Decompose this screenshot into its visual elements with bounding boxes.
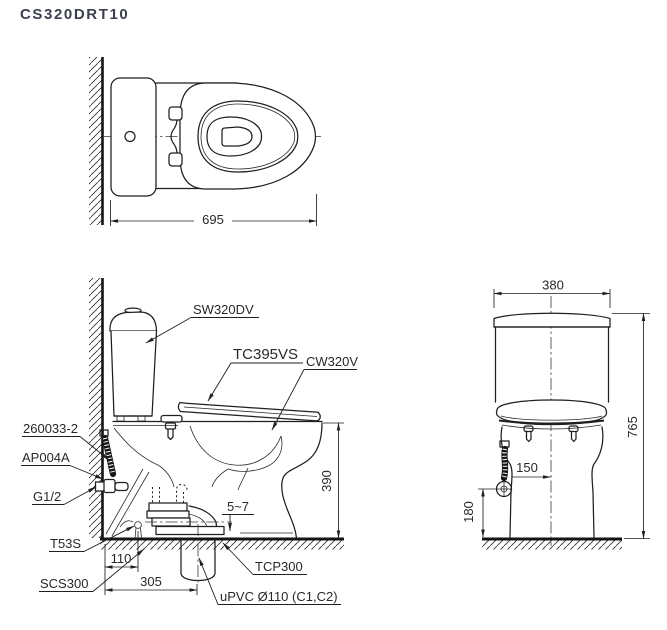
dim-390: 390 — [319, 422, 344, 539]
dim-765: 765 — [612, 313, 650, 539]
cistern-front — [493, 312, 611, 403]
floor-hatch — [100, 540, 344, 550]
seat-cover-side — [160, 401, 321, 441]
dim-overall-depth: 695 — [202, 212, 224, 227]
dim-695: 695 — [110, 194, 317, 227]
cistern-side — [109, 307, 158, 422]
label-stop-valve: AP004A — [21, 450, 104, 480]
seat-fixing-bolt — [134, 521, 142, 539]
label-supply-hose: 260033-2 — [22, 421, 110, 461]
top-view: 695 — [89, 57, 323, 227]
bowl-opening — [206, 116, 263, 157]
svg-text:TC395VS: TC395VS — [233, 346, 298, 363]
label-drain-pipe: uPVC Ø110 (C1,C2) — [198, 557, 341, 605]
pedestal-front — [500, 426, 604, 538]
seat-front — [495, 399, 608, 430]
supply-hose — [500, 445, 509, 482]
label-floor-fixing: T53S — [49, 525, 135, 552]
bowl-side — [105, 420, 323, 539]
side-view: SW320DV TC395VS CW320V 260033-2 AP004A — [21, 278, 358, 605]
seat-hinge-top — [168, 106, 183, 167]
svg-text:110: 110 — [111, 551, 132, 566]
front-view: 380 765 150 180 — [461, 278, 650, 550]
dim-305: 305 — [104, 572, 198, 595]
svg-text:305: 305 — [140, 574, 162, 589]
label-bolt-cap: SCS300 — [39, 548, 145, 592]
floor-hatch — [482, 540, 622, 550]
label-floor-flange: TCP300 — [222, 542, 307, 575]
seat-ring-outer — [197, 100, 299, 173]
svg-text:AP004A: AP004A — [22, 450, 70, 465]
flush-button — [124, 130, 136, 143]
wall-hatch — [89, 278, 102, 538]
drain-pipe — [180, 524, 216, 584]
svg-text:150: 150 — [516, 460, 538, 475]
label-seat-cover: TC395VS — [207, 346, 303, 402]
bowl-interior — [105, 425, 293, 537]
svg-text:765: 765 — [625, 416, 640, 438]
svg-text:390: 390 — [319, 470, 334, 492]
svg-text:180: 180 — [461, 501, 476, 523]
svg-text:uPVC Ø110 (C1,C2): uPVC Ø110 (C1,C2) — [220, 589, 338, 604]
stop-valve — [103, 478, 116, 494]
cistern-top — [110, 77, 157, 197]
dim-150: 150 — [512, 460, 551, 479]
label-cistern: SW320DV — [145, 302, 259, 344]
dim-380: 380 — [493, 278, 611, 308]
seat-ring-inner — [200, 103, 296, 170]
bowl-top — [155, 82, 317, 190]
dim-180: 180 — [461, 488, 496, 538]
dim-110: 110 — [104, 531, 139, 572]
floor-flange — [155, 525, 225, 536]
label-wall-thread: G1/2 — [32, 486, 97, 505]
svg-text:5~7: 5~7 — [227, 499, 249, 514]
svg-text:380: 380 — [542, 278, 564, 293]
svg-text:TCP300: TCP300 — [255, 559, 303, 574]
wall-hatch — [89, 57, 102, 225]
drawing-title: CS320DRT10 — [20, 6, 130, 23]
water-supply-front — [495, 440, 513, 498]
lid-outline — [179, 82, 317, 190]
svg-text:G1/2: G1/2 — [33, 489, 61, 504]
svg-text:CW320V: CW320V — [306, 354, 358, 369]
svg-text:SW320DV: SW320DV — [193, 302, 254, 317]
svg-text:260033-2: 260033-2 — [23, 421, 78, 436]
svg-text:T53S: T53S — [50, 536, 81, 551]
svg-text:SCS300: SCS300 — [40, 576, 88, 591]
fixing-bolts-front — [523, 425, 579, 443]
outlet-assembly — [145, 483, 232, 584]
bowl-profile — [281, 422, 323, 539]
dim-flange-gap: 5~7 — [222, 499, 254, 532]
water-surface — [221, 126, 253, 147]
label-bowl: CW320V — [271, 354, 358, 431]
